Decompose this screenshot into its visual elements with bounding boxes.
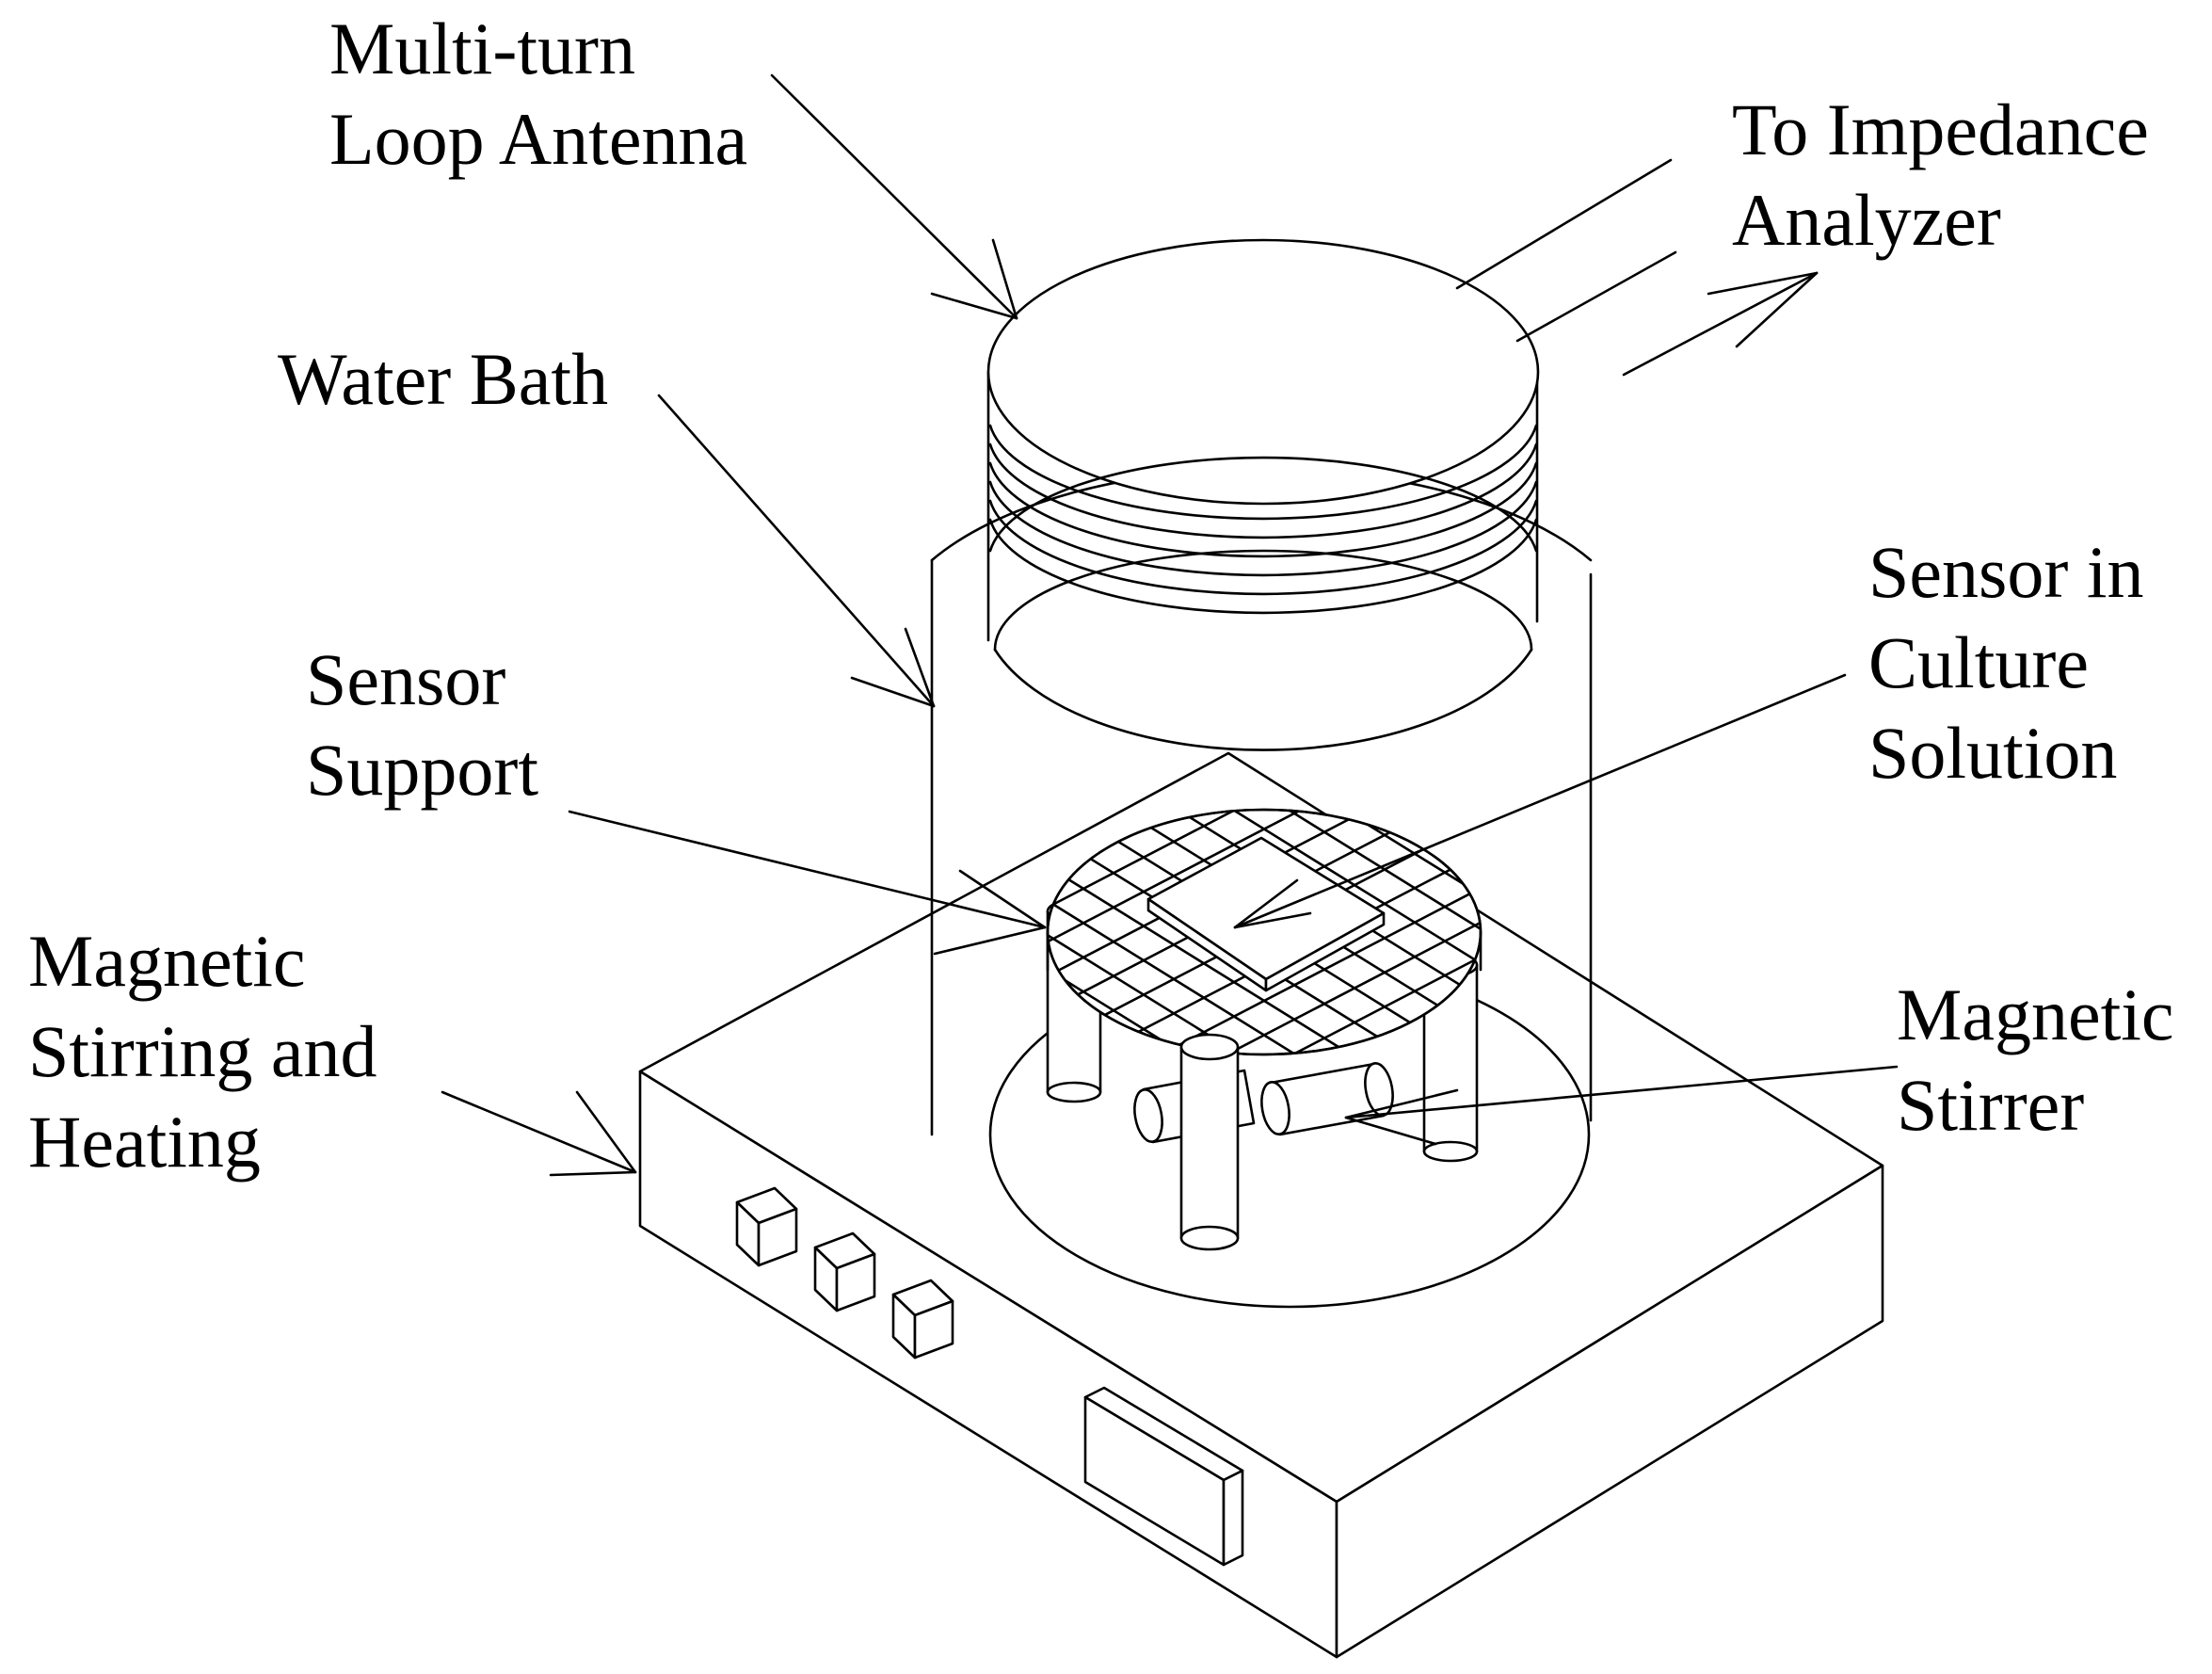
knob-3	[891, 1279, 954, 1360]
antenna-lid	[986, 238, 1540, 506]
mesh-line	[1048, 810, 1481, 1054]
antenna-turn-2	[988, 443, 1538, 539]
loop-antenna	[986, 238, 1540, 615]
support-leg-front	[1179, 1033, 1240, 1251]
antenna-leader	[770, 73, 1018, 320]
sensor-support-leader	[568, 810, 1047, 956]
sensor-in-leader	[1233, 673, 1847, 929]
mag-heat-leader	[441, 1090, 637, 1177]
label-to-impedance-analyzer: To Impedance Analyzer	[1732, 89, 2149, 261]
antenna-turn-4	[988, 480, 1538, 577]
antenna-turn-6	[988, 518, 1538, 615]
analyzer-arrow	[1622, 271, 1819, 377]
label-sensor-in-culture-solution: Sensor in Culture Solution	[1868, 531, 2144, 794]
antenna-turn-5	[988, 499, 1538, 596]
knob-1	[735, 1186, 798, 1267]
antenna-turn-1	[988, 424, 1538, 521]
antenna-turn-3	[988, 461, 1538, 558]
water-bath-leader	[657, 394, 936, 708]
vessel-lower-rim	[993, 648, 1533, 751]
hotplate-right	[1335, 1164, 1884, 1659]
culture-vessel	[986, 370, 1539, 751]
antenna-inner-arc	[988, 456, 1538, 553]
sensor-chip	[1146, 836, 1386, 992]
label-water-bath: Water Bath	[278, 338, 609, 420]
control-knobs	[735, 1186, 954, 1360]
display-window	[1083, 1386, 1244, 1567]
antenna-leads	[1455, 158, 1677, 343]
label-magnetic-stirrer: Magnetic Stirrer	[1897, 974, 2174, 1146]
knob-2	[813, 1231, 876, 1312]
label-sensor-support: Sensor Support	[306, 638, 539, 811]
leader-lines	[441, 73, 1899, 1177]
mesh-line	[1048, 810, 1481, 1054]
mag-stirrer-leader	[1344, 1065, 1899, 1146]
label-multi-turn-loop-antenna: Multi-turn Loop Antenna	[329, 8, 748, 180]
mesh-line	[1048, 810, 1481, 1054]
mesh-line	[1048, 810, 1481, 1054]
hotplate-base	[638, 751, 1884, 1659]
mesh-line	[1048, 810, 1481, 1054]
label-magnetic-stirring-and-heating: Magnetic Stirring and Heating	[28, 920, 377, 1183]
vessel-inner-arc	[993, 549, 1533, 652]
